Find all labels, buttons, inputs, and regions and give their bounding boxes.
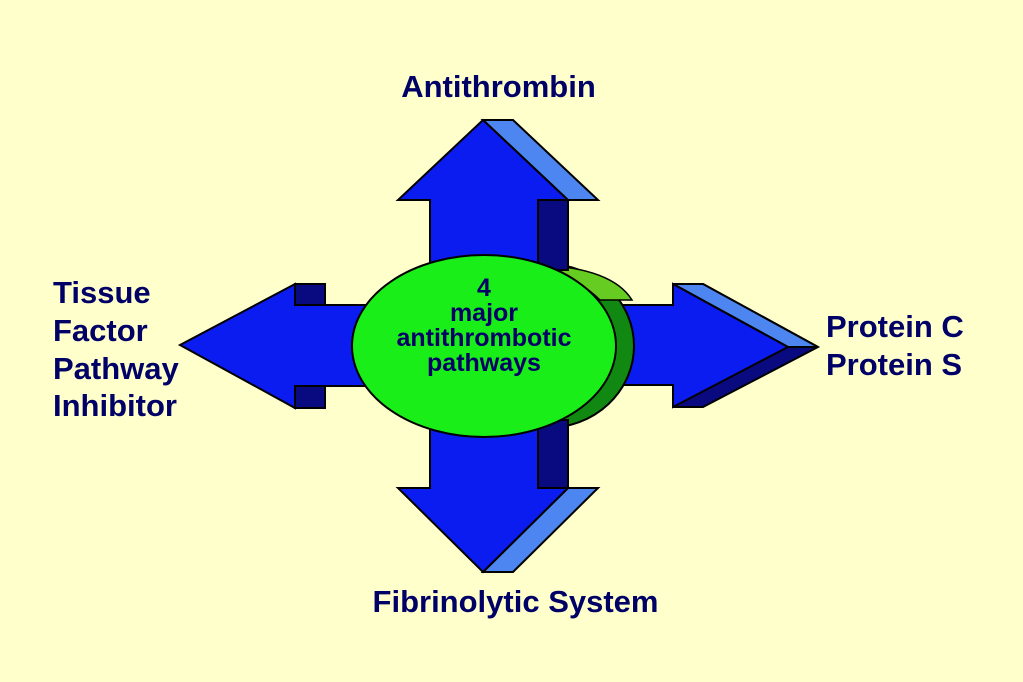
left-label-line-1: Tissue: [53, 275, 151, 310]
center-line-3: antithrombotic: [396, 324, 572, 352]
right-label: Protein C Protein S: [826, 308, 964, 384]
left-arrow-body: [177, 282, 371, 410]
right-arrow: [599, 282, 821, 409]
bottom-arrow: [395, 398, 601, 574]
left-arrow: [177, 282, 371, 410]
top-arrow: [395, 118, 601, 292]
left-label-line-4: Inhibitor: [53, 388, 177, 424]
left-label-line-3: Pathway: [53, 350, 179, 386]
center-label: 4 major antithrombotic pathways: [384, 276, 584, 376]
bottom-arrow-shadow: [537, 419, 569, 489]
center-ellipse: [351, 254, 617, 438]
top-label: Antithrombin: [401, 69, 596, 104]
bottom-arrow-body: [395, 398, 571, 574]
center-line-1: 4: [477, 274, 491, 302]
right-label-line-2: Protein S: [826, 346, 963, 382]
bottom-label: Fibrinolytic System: [372, 584, 659, 619]
right-label-line-1: Protein C: [826, 309, 964, 344]
left-label-line-2: Factor: [53, 312, 148, 348]
center-line-4: pathways: [427, 349, 541, 377]
top-arrow-shadow: [537, 199, 569, 271]
center-line-2: major: [449, 299, 519, 327]
left-label: Tissue Factor Pathway Inhibitor: [53, 274, 179, 425]
